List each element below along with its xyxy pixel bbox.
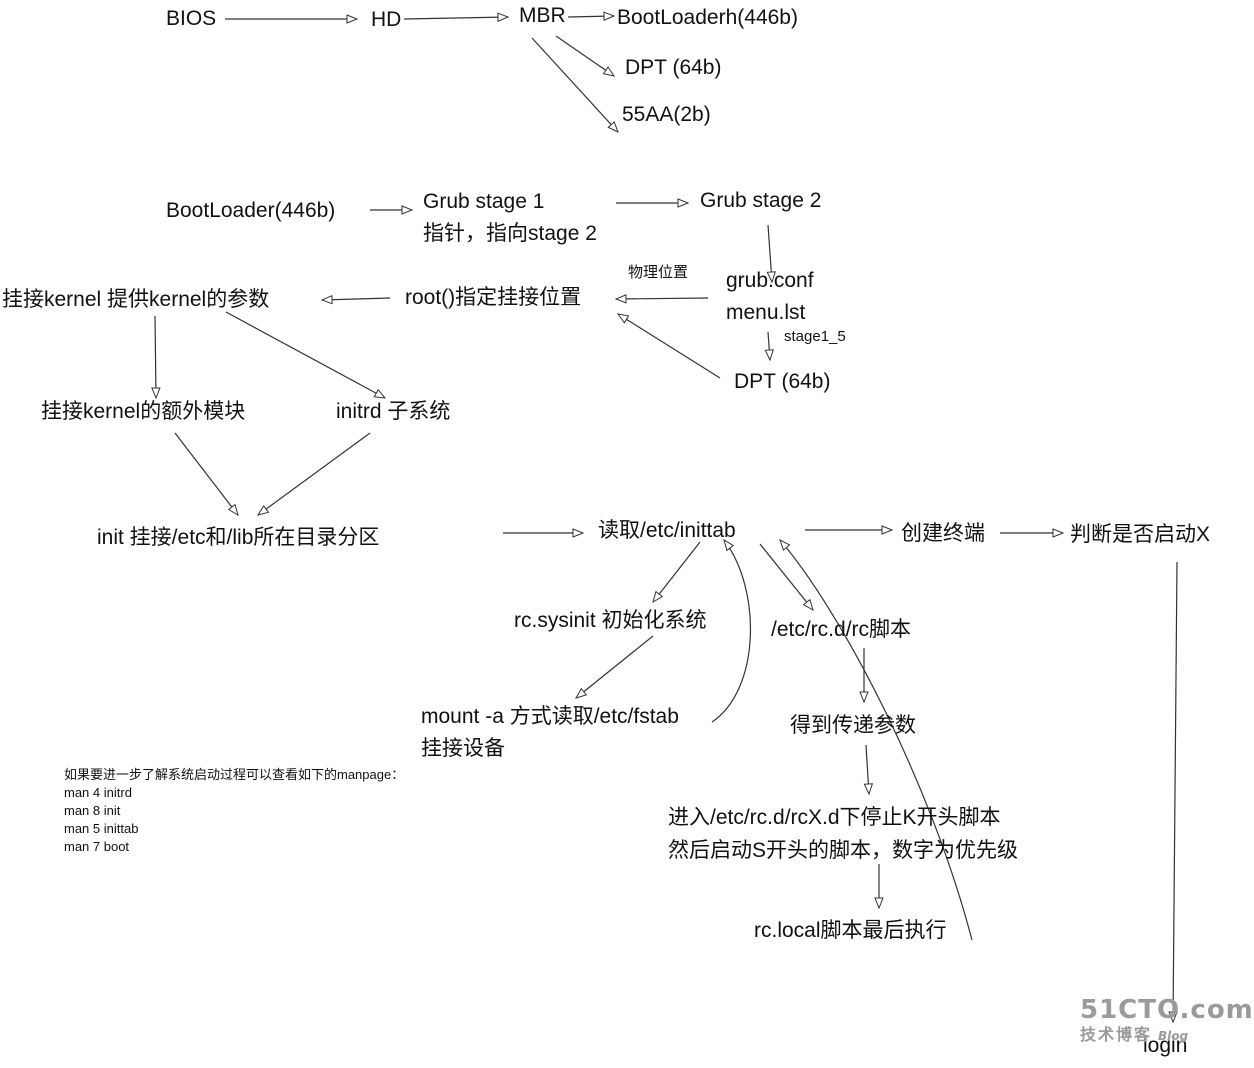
note-line: man 4 initrd xyxy=(64,785,132,800)
node-login: login xyxy=(1143,1034,1188,1057)
node-mount-kernel: 挂接kernel 提供kernel的参数 xyxy=(2,288,270,311)
manpage-note: 如果要进一步了解系统启动过程可以查看如下的manpage： man 4 init… xyxy=(64,766,404,856)
note-line: man 7 boot xyxy=(64,839,130,854)
arrow-checkx-login xyxy=(1173,561,1177,1022)
arrow-params-rcx xyxy=(866,744,869,794)
watermark-brand: 51CTO.com xyxy=(1080,995,1254,1025)
node-read-inittab: 读取/etc/inittab xyxy=(598,519,736,542)
node-grub-stage1-pointer: 指针，指向stage 2 xyxy=(423,222,597,245)
node-rcx-stop: 进入/etc/rc.d/rcX.d下停止K开头脚本 xyxy=(668,806,1001,829)
arrow-mbr-bootloaderh xyxy=(567,16,614,17)
node-root-mount: root()指定挂接位置 xyxy=(405,286,582,309)
node-dpt-mid: DPT (64b) xyxy=(734,370,831,393)
watermark-logo: 51CTO.com 技术博客 Blog xyxy=(1080,995,1254,1046)
node-55aa: 55AA(2b) xyxy=(622,103,711,126)
node-rc-sysinit: rc.sysinit 初始化系统 xyxy=(514,609,707,632)
node-create-terminal: 创建终端 xyxy=(901,522,985,545)
note-line: man 5 inittab xyxy=(64,821,139,836)
arrow-mbr-dpt xyxy=(555,35,614,76)
flow-diagram-canvas xyxy=(0,0,1223,1068)
node-rc-local: rc.local脚本最后执行 xyxy=(754,919,947,942)
arrow-mount-back-inittab xyxy=(711,540,752,723)
label-physical-position: 物理位置 xyxy=(628,264,689,281)
arrow-kernel-initrd xyxy=(225,311,385,398)
arrow-menulst-dpt xyxy=(768,331,770,360)
arrow-mbr-55aa xyxy=(531,37,618,132)
watermark-sub: 技术博客 xyxy=(1080,1025,1153,1044)
node-dpt-top: DPT (64b) xyxy=(625,56,722,79)
node-initrd: initrd 子系统 xyxy=(336,400,451,423)
arrow-rcsysinit-mount xyxy=(576,635,654,698)
label-stage1-5: stage1_5 xyxy=(784,328,846,345)
arrow-grub2-grubconf xyxy=(768,224,772,282)
node-mount-devices: 挂接设备 xyxy=(421,737,505,760)
arrow-grubconf-root xyxy=(616,298,709,299)
arrow-modules-init xyxy=(174,432,238,515)
watermark-blog: Blog xyxy=(1158,1029,1189,1043)
arrow-hd-mbr xyxy=(403,17,508,19)
node-bootloaderh: BootLoaderh(446b) xyxy=(617,6,798,29)
note-line: man 8 init xyxy=(64,803,121,818)
arrow-kernel-modules xyxy=(155,315,156,398)
node-grub-conf: grub.conf xyxy=(726,269,814,292)
node-kernel-modules: 挂接kernel的额外模块 xyxy=(41,400,246,423)
node-menu-lst: menu.lst xyxy=(726,301,806,324)
arrow-initrd-init xyxy=(258,432,371,515)
node-mbr: MBR xyxy=(519,4,566,27)
node-mount-fstab: mount -a 方式读取/etc/fstab xyxy=(421,705,679,728)
node-get-params: 得到传递参数 xyxy=(790,714,916,737)
arrow-root-mount-kernel xyxy=(322,298,391,300)
node-bios: BIOS xyxy=(166,7,217,30)
node-check-x: 判断是否启动X xyxy=(1070,523,1211,546)
arrow-inittab-rcscript xyxy=(759,543,813,610)
node-rcx-start: 然后启动S开头的脚本，数字为优先级 xyxy=(668,839,1019,862)
node-rc-script: /etc/rc.d/rc脚本 xyxy=(771,618,912,641)
node-bootloader: BootLoader(446b) xyxy=(166,199,336,222)
arrow-inittab-rcsysinit xyxy=(653,541,701,602)
arrow-rclocal-back-inittab xyxy=(780,540,973,941)
node-hd: HD xyxy=(371,8,402,31)
node-init-mount: init 挂接/etc和/lib所在目录分区 xyxy=(97,526,380,549)
arrow-dpt-root xyxy=(618,314,721,379)
note-line: 如果要进一步了解系统启动过程可以查看如下的manpage： xyxy=(64,767,405,782)
node-grub-stage1: Grub stage 1 xyxy=(423,190,545,213)
node-grub-stage2: Grub stage 2 xyxy=(700,189,822,212)
